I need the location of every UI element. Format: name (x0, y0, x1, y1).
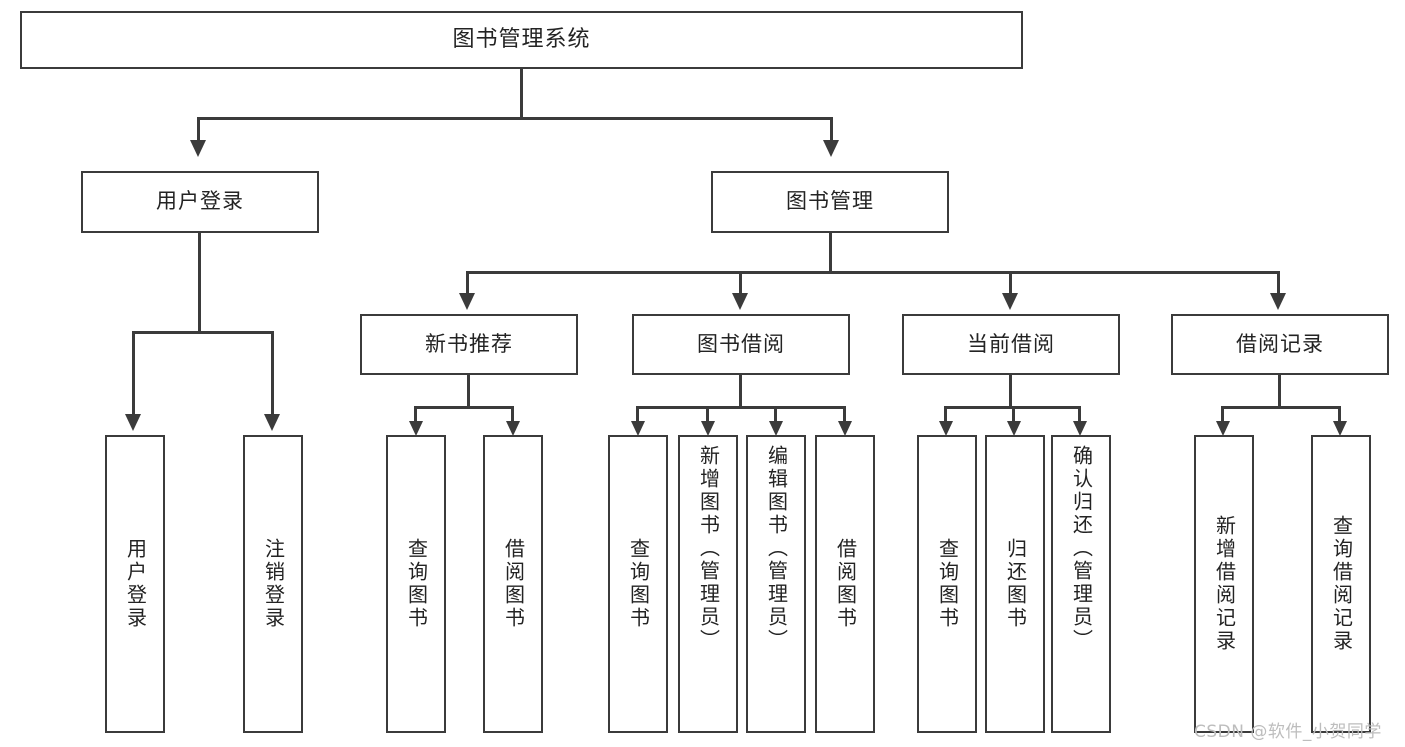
node-borrow-record[interactable]: 借阅记录 (1171, 314, 1389, 375)
arrowhead-cb-child-3 (1073, 421, 1087, 436)
connector-cb-child-1 (944, 406, 947, 423)
connector-root-to-book-management (830, 117, 833, 142)
arrowhead-bb-child-4 (838, 421, 852, 436)
leaf-label: 借阅图书 (501, 538, 526, 630)
node-book-borrow[interactable]: 图书借阅 (632, 314, 850, 375)
connector-user-login-child-2 (271, 331, 274, 416)
arrowhead-bm-to-current-borrow (1002, 293, 1018, 310)
connector-root-to-user-login (197, 117, 200, 142)
arrowhead-bb-child-2 (701, 421, 715, 436)
arrowhead-nb-child-1 (409, 421, 423, 436)
leaf-add-borrow-record[interactable]: 新增借阅记录 (1194, 435, 1254, 733)
leaf-add-book-admin[interactable]: 新增图书（管理员） (678, 435, 738, 733)
connector-book-management-stem (829, 232, 832, 274)
leaf-label: 查询图书 (626, 538, 651, 630)
node-book-management[interactable]: 图书管理 (711, 171, 949, 233)
leaf-borrow-book[interactable]: 借阅图书 (815, 435, 875, 733)
node-user-login[interactable]: 用户登录 (81, 171, 319, 233)
arrowhead-root-to-user-login (190, 140, 206, 157)
leaf-borrow-book-recommend[interactable]: 借阅图书 (483, 435, 543, 733)
leaf-confirm-return-admin[interactable]: 确认归还（管理员） (1051, 435, 1111, 733)
arrowhead-cb-child-1 (939, 421, 953, 436)
arrowhead-bm-to-borrow-record (1270, 293, 1286, 310)
connector-bm-to-current-borrow (1009, 271, 1012, 295)
connector-bm-to-borrow-record (1277, 271, 1280, 295)
leaf-label: 新增借阅记录 (1212, 515, 1237, 653)
arrowhead-bm-to-new-book (459, 293, 475, 310)
connector-book-management-bus (466, 271, 1280, 274)
leaf-edit-book-admin[interactable]: 编辑图书（管理员） (746, 435, 806, 733)
arrowhead-nb-child-2 (506, 421, 520, 436)
leaf-return-book[interactable]: 归还图书 (985, 435, 1045, 733)
arrowhead-bb-child-3 (769, 421, 783, 436)
node-label: 图书管理 (786, 189, 874, 214)
node-label: 图书管理系统 (452, 26, 591, 52)
node-root-book-management-system[interactable]: 图书管理系统 (20, 11, 1023, 69)
arrowhead-bb-child-1 (631, 421, 645, 436)
leaf-label: 归还图书 (1003, 538, 1028, 630)
connector-new-book-stem (467, 375, 470, 409)
connector-root-stem (520, 69, 523, 119)
leaf-label: 注销登录 (261, 538, 286, 630)
leaf-user-login[interactable]: 用户登录 (105, 435, 165, 733)
connector-user-login-child-1 (132, 331, 135, 416)
leaf-query-book-recommend[interactable]: 查询图书 (386, 435, 446, 733)
connector-bm-to-new-book (466, 271, 469, 295)
connector-bb-child-1 (636, 406, 639, 423)
connector-br-child-2 (1338, 406, 1341, 423)
connector-bb-child-4 (843, 406, 846, 423)
connector-root-bus (197, 117, 833, 120)
node-label: 当前借阅 (967, 331, 1055, 356)
arrowhead-br-child-2 (1333, 421, 1347, 436)
connector-cb-child-3 (1078, 406, 1081, 423)
connector-user-login-stem (198, 233, 201, 333)
connector-cb-child-2 (1012, 406, 1015, 423)
connector-new-book-bus (414, 406, 513, 409)
connector-nb-child-1 (414, 406, 417, 423)
connector-bb-child-2 (706, 406, 709, 423)
leaf-query-book-borrow[interactable]: 查询图书 (608, 435, 668, 733)
leaf-query-borrow-record[interactable]: 查询借阅记录 (1311, 435, 1371, 733)
node-current-borrow[interactable]: 当前借阅 (902, 314, 1120, 375)
arrowhead-root-to-book-management (823, 140, 839, 157)
node-label: 图书借阅 (697, 331, 785, 356)
connector-book-borrow-stem (739, 375, 742, 409)
node-new-book-recommend[interactable]: 新书推荐 (360, 314, 578, 375)
leaf-query-book-current[interactable]: 查询图书 (917, 435, 977, 733)
connector-nb-child-2 (511, 406, 514, 423)
arrowhead-cb-child-2 (1007, 421, 1021, 436)
leaf-label: 查询图书 (935, 538, 960, 630)
leaf-logout[interactable]: 注销登录 (243, 435, 303, 733)
connector-borrow-record-stem (1278, 375, 1281, 409)
connector-bm-to-book-borrow (739, 271, 742, 295)
node-label: 借阅记录 (1236, 331, 1324, 356)
arrowhead-user-login-child-2 (264, 414, 280, 431)
node-label: 新书推荐 (425, 331, 513, 356)
connector-borrow-record-bus (1221, 406, 1340, 409)
arrowhead-bm-to-book-borrow (732, 293, 748, 310)
leaf-label: 新增图书（管理员） (696, 445, 721, 652)
connector-bb-child-3 (774, 406, 777, 423)
csdn-watermark: CSDN @软件_小贺同学 (1194, 722, 1382, 742)
leaf-label: 查询图书 (404, 538, 429, 630)
connector-book-borrow-bus (636, 406, 845, 409)
leaf-label: 借阅图书 (833, 538, 858, 630)
leaf-label: 查询借阅记录 (1329, 515, 1354, 653)
arrowhead-br-child-1 (1216, 421, 1230, 436)
leaf-label: 用户登录 (123, 538, 148, 630)
node-label: 用户登录 (156, 189, 244, 214)
arrowhead-user-login-child-1 (125, 414, 141, 431)
connector-current-borrow-stem (1009, 375, 1012, 409)
connector-br-child-1 (1221, 406, 1224, 423)
connector-user-login-bus (132, 331, 274, 334)
leaf-label: 确认归还（管理员） (1069, 445, 1094, 652)
leaf-label: 编辑图书（管理员） (764, 445, 789, 652)
